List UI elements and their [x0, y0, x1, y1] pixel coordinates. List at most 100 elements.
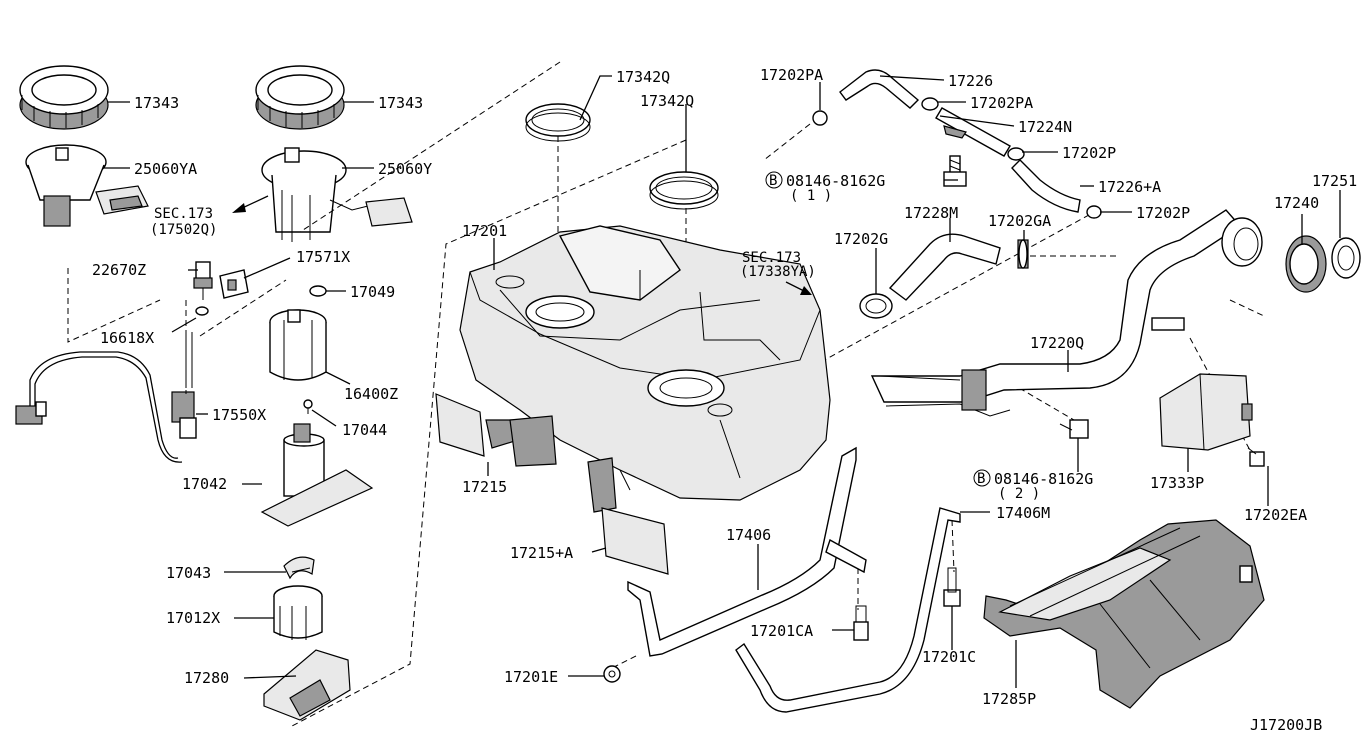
- clamp-17202p-b[interactable]: [1086, 205, 1102, 219]
- label-17043[interactable]: 17043: [166, 564, 211, 582]
- pressure-sensor-22670z[interactable]: [193, 261, 213, 316]
- label-17202p-a[interactable]: 17202P: [1062, 144, 1116, 162]
- clamp-17202ga[interactable]: [1017, 239, 1029, 269]
- diagram-code: J17200JB: [1250, 716, 1322, 734]
- label-17342q-b[interactable]: 17342Q: [640, 92, 694, 110]
- small-part-17044[interactable]: [303, 399, 313, 414]
- lock-ring-17343-right[interactable]: [255, 65, 345, 130]
- label-17012x[interactable]: 17012X: [166, 609, 220, 627]
- bolt-17201ca[interactable]: [853, 605, 869, 641]
- retainer-17012x[interactable]: [273, 585, 323, 640]
- label-17226[interactable]: 17226: [948, 72, 993, 90]
- label-17202pa-a[interactable]: 17202PA: [760, 66, 823, 84]
- label-17201[interactable]: 17201: [462, 222, 507, 240]
- label-16618x[interactable]: 16618X: [100, 329, 154, 347]
- label-bolt-08146-8162g-b[interactable]: 08146-8162G: [994, 470, 1093, 488]
- fuel-level-sender-25060ya[interactable]: [25, 144, 149, 227]
- label-17342q-a[interactable]: 17342Q: [616, 68, 670, 86]
- label-17220q[interactable]: 17220Q: [1030, 334, 1084, 352]
- label-17285p[interactable]: 17285P: [982, 690, 1036, 708]
- b-mark-b: B: [977, 471, 985, 487]
- bolt-08146-8162g-b[interactable]: [1059, 419, 1089, 439]
- fuel-filter-16400z[interactable]: [269, 309, 327, 381]
- bracket-17280[interactable]: [263, 649, 351, 721]
- bracket-17215a[interactable]: [587, 457, 669, 575]
- fuel-pump-module-25060y[interactable]: [261, 147, 413, 242]
- clamp-17202g[interactable]: [859, 293, 893, 319]
- label-17343-left[interactable]: 17343: [134, 94, 179, 112]
- label-17333p[interactable]: 17333P: [1150, 474, 1204, 492]
- leader-lines: [104, 75, 1341, 688]
- filler-tube-17220q[interactable]: [870, 209, 1263, 417]
- label-17280[interactable]: 17280: [184, 669, 229, 687]
- hose-17224n[interactable]: [935, 107, 1011, 157]
- bracket-17215[interactable]: [435, 393, 557, 467]
- label-17343-right[interactable]: 17343: [378, 94, 423, 112]
- bolt-08146-8162g-a[interactable]: [943, 125, 967, 187]
- clamp-17202pa[interactable]: [921, 97, 939, 111]
- label-17251[interactable]: 17251: [1312, 172, 1357, 190]
- label-17202g[interactable]: 17202G: [834, 230, 888, 248]
- label-17202p-b[interactable]: 17202P: [1136, 204, 1190, 222]
- label-17406m[interactable]: 17406M: [996, 504, 1050, 522]
- label-17042[interactable]: 17042: [182, 475, 227, 493]
- label-17550x[interactable]: 17550X: [212, 406, 266, 424]
- label-17202pa-b[interactable]: 17202PA: [970, 94, 1033, 112]
- label-bolt-a-qty: ( 1 ): [790, 188, 832, 204]
- label-25060ya[interactable]: 25060YA: [134, 160, 197, 178]
- clip-17571x[interactable]: [219, 269, 249, 299]
- label-17044[interactable]: 17044: [342, 421, 387, 439]
- label-16400z[interactable]: 16400Z: [344, 385, 398, 403]
- o-ring-17049[interactable]: [309, 285, 327, 297]
- clip-17043[interactable]: [283, 556, 315, 580]
- label-17240[interactable]: 17240: [1274, 194, 1319, 212]
- label-sec-173-a[interactable]: SEC.173: [154, 206, 213, 222]
- b-mark-a: B: [769, 173, 777, 189]
- label-22670z[interactable]: 22670Z: [92, 261, 146, 279]
- gasket-17342q-a[interactable]: [525, 103, 591, 142]
- hose-17226a[interactable]: [1011, 159, 1081, 213]
- vent-hose-17226[interactable]: [812, 69, 920, 126]
- label-sec-173-a-sub: (17502Q): [150, 222, 217, 238]
- nut-17201e[interactable]: [603, 665, 621, 683]
- fuel-pump-17042[interactable]: [260, 423, 374, 527]
- label-bolt-b-qty: ( 2 ): [998, 486, 1040, 502]
- gasket-17342q-b[interactable]: [649, 171, 719, 210]
- label-sec-173-b[interactable]: SEC.173: [742, 250, 801, 266]
- label-17571x[interactable]: 17571X: [296, 248, 350, 266]
- fuel-cap-17251[interactable]: [1331, 237, 1361, 279]
- hose-17228m[interactable]: [888, 233, 1001, 301]
- assembly-dashed-lines: [67, 61, 1265, 727]
- bolt-17201c[interactable]: [943, 567, 961, 607]
- label-17049[interactable]: 17049: [350, 283, 395, 301]
- protector-17333p[interactable]: [1159, 373, 1253, 451]
- label-bolt-08146-8162g-a[interactable]: 08146-8162G: [786, 172, 885, 190]
- part-labels: 17343 25060YA 17343 25060Y SEC.173 (1750…: [92, 66, 1357, 734]
- strap-17406[interactable]: [627, 446, 867, 657]
- ring-17240[interactable]: [1285, 235, 1327, 293]
- label-17201e[interactable]: 17201E: [504, 668, 558, 686]
- b-mark-icon-b: [973, 469, 991, 487]
- fuel-line-17550x[interactable]: [15, 332, 197, 463]
- strap-17406m[interactable]: [735, 507, 961, 713]
- clamp-17202p-a[interactable]: [1007, 147, 1025, 161]
- label-17228m[interactable]: 17228M: [904, 204, 958, 222]
- label-17215a[interactable]: 17215+A: [510, 544, 573, 562]
- label-17215[interactable]: 17215: [462, 478, 507, 496]
- label-25060y[interactable]: 25060Y: [378, 160, 432, 178]
- label-sec-173-b-sub: (17338YA): [740, 264, 816, 280]
- bolt-17202ea[interactable]: [1247, 447, 1265, 467]
- label-17224n[interactable]: 17224N: [1018, 118, 1072, 136]
- label-17202ea[interactable]: 17202EA: [1244, 506, 1307, 524]
- sec-173-arrow-left: [232, 195, 269, 213]
- sec-173-arrow-right: [785, 281, 812, 295]
- b-mark-icon-a: [765, 171, 783, 189]
- lock-ring-17343-left[interactable]: [19, 65, 109, 130]
- label-17406[interactable]: 17406: [726, 526, 771, 544]
- label-17201ca[interactable]: 17201CA: [750, 622, 813, 640]
- label-17226a[interactable]: 17226+A: [1098, 178, 1161, 196]
- label-17202ga[interactable]: 17202GA: [988, 212, 1051, 230]
- label-17201c[interactable]: 17201C: [922, 648, 976, 666]
- heat-insulator-17285p[interactable]: [983, 519, 1265, 709]
